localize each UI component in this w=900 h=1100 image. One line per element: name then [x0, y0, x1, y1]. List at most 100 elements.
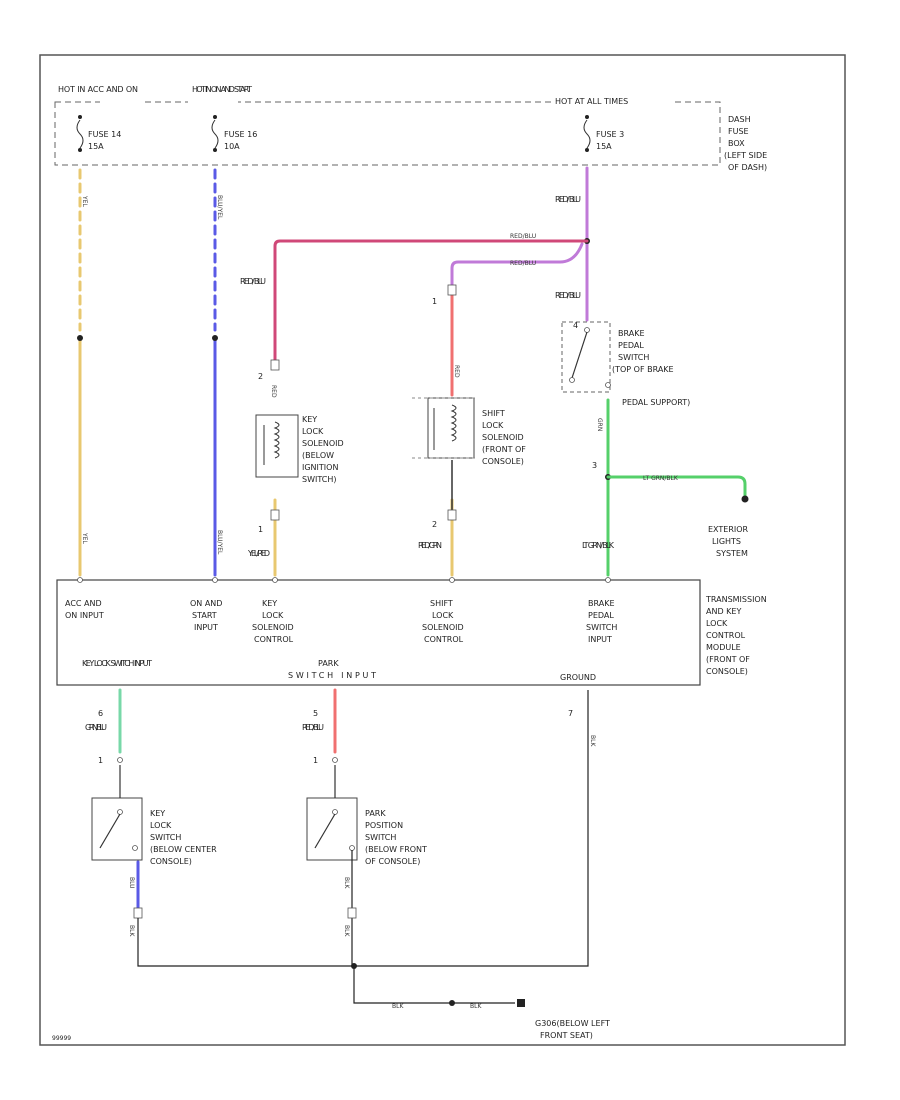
svg-text:KEY: KEY	[262, 599, 277, 608]
svg-text:PARK: PARK	[365, 809, 386, 818]
fuse-16-rating: 10A	[224, 142, 240, 151]
svg-text:BLK: BLK	[343, 877, 350, 889]
svg-text:BLK: BLK	[392, 1003, 404, 1010]
key-lock-switch: KEY LOCK SWITCH (BELOW CENTER CONSOLE)	[91, 765, 217, 866]
svg-text:IGNITION: IGNITION	[302, 463, 338, 472]
svg-text:BLK: BLK	[343, 925, 350, 937]
svg-text:G306(BELOW LEFT: G306(BELOW LEFT	[535, 1019, 610, 1028]
svg-text:BLK: BLK	[470, 1003, 482, 1010]
svg-text:EXTERIOR: EXTERIOR	[708, 525, 749, 534]
wire-label-lt-grn-blk: LT GRN/BLK	[643, 475, 679, 482]
svg-text:3: 3	[592, 461, 597, 470]
svg-text:BLU: BLU	[128, 877, 135, 889]
wire-label-red-blu-fuse3: RED/ BLU	[555, 195, 581, 204]
svg-text:OF DASH): OF DASH)	[728, 163, 767, 172]
svg-text:BRAKE: BRAKE	[618, 329, 645, 338]
wire-label-grn-blu: GRN/ BLU	[85, 723, 107, 732]
wire-label-red-blu-top: RED/BLU	[510, 233, 536, 240]
svg-text:ACC AND: ACC AND	[65, 599, 102, 608]
svg-text:MODULE: MODULE	[706, 643, 741, 652]
svg-text:BRAKE: BRAKE	[588, 599, 615, 608]
svg-text:SOLENOID: SOLENOID	[252, 623, 294, 632]
shift-lock-solenoid: 1 2 SHIFT LOCK SOLENOID (FRONT OF CONSOL…	[412, 284, 526, 550]
svg-text:6: 6	[98, 709, 103, 718]
brake-pedal-switch: 4 3 BRAKE PEDAL SWITCH (TOP OF BRAKE PED…	[561, 321, 690, 470]
svg-text:1: 1	[98, 756, 103, 765]
svg-text:GROUND: GROUND	[560, 673, 596, 682]
svg-text:POSITION: POSITION	[365, 821, 403, 830]
svg-text:FRONT SEAT): FRONT SEAT)	[540, 1031, 593, 1040]
svg-text:KEY: KEY	[150, 809, 165, 818]
key-lock-solenoid: 2 RED 1 KEY LOCK SOLENOID (BELOW IGNITIO…	[247, 359, 344, 558]
exterior-lights-system: EXTERIOR LIGHTS SYSTEM	[708, 525, 749, 558]
wire-label-lt-grn-blk-stack: LT GRN/ BLK	[582, 541, 615, 550]
svg-text:SHIFT: SHIFT	[430, 599, 453, 608]
svg-text:OF CONSOLE): OF CONSOLE)	[365, 857, 420, 866]
fuse-3: FUSE 3 15A	[583, 115, 624, 152]
svg-text:(BELOW FRONT: (BELOW FRONT	[365, 845, 427, 854]
figure-id: 99999	[52, 1035, 71, 1042]
svg-text:2: 2	[432, 520, 437, 529]
svg-text:PEDAL SUPPORT): PEDAL SUPPORT)	[622, 398, 690, 407]
svg-text:PEDAL: PEDAL	[588, 611, 614, 620]
feed-hot-acc-on: HOT IN ACC AND ON	[58, 85, 138, 94]
svg-text:7: 7	[568, 709, 573, 718]
svg-text:BOX: BOX	[728, 139, 745, 148]
fuse-14-label: FUSE 14	[88, 130, 121, 139]
svg-text:SWITCH: SWITCH	[365, 833, 396, 842]
svg-text:CONTROL: CONTROL	[254, 635, 294, 644]
fuse-16-label: FUSE 16	[224, 130, 257, 139]
wire-label-red-blu-left: RED/ BLU	[240, 277, 266, 286]
svg-text:LIGHTS: LIGHTS	[712, 537, 741, 546]
svg-text:1: 1	[258, 525, 263, 534]
svg-text:ON INPUT: ON INPUT	[65, 611, 104, 620]
transmission-key-lock-module: ACC AND ON INPUT ON AND START INPUT KEY …	[56, 577, 767, 686]
wire-label-red-blu-brake: RED/ BLU	[555, 291, 581, 300]
svg-text:ON AND: ON AND	[190, 599, 222, 608]
svg-text:LOCK: LOCK	[150, 821, 172, 830]
wire-red-blu-shift-solenoid	[450, 242, 584, 287]
svg-text:DASH: DASH	[728, 115, 751, 124]
svg-text:LOCK: LOCK	[262, 611, 284, 620]
svg-text:AND KEY: AND KEY	[706, 607, 741, 616]
wire-label-yel-lower: YEL	[81, 532, 88, 544]
svg-text:SYSTEM: SYSTEM	[716, 549, 748, 558]
svg-text:SWITCH): SWITCH)	[302, 475, 337, 484]
svg-text:RED: RED	[270, 385, 277, 398]
wire-label-grn: GRN	[596, 418, 603, 431]
wire-red-blu-key-solenoid	[273, 239, 589, 362]
svg-text:1: 1	[432, 297, 437, 306]
svg-text:SWITCH: SWITCH	[150, 833, 181, 842]
wire-label-red: RED	[453, 365, 460, 378]
svg-text:(LEFT SIDE: (LEFT SIDE	[724, 151, 767, 160]
svg-text:(FRONT OF: (FRONT OF	[706, 655, 750, 664]
svg-text:2: 2	[258, 372, 263, 381]
wire-label-blu-yel-lower: BLU/YEL	[216, 530, 223, 555]
svg-text:INPUT: INPUT	[194, 623, 218, 632]
fuse-16: FUSE 16 10A	[211, 115, 257, 152]
svg-text:START: START	[192, 611, 217, 620]
svg-text:CONSOLE): CONSOLE)	[150, 857, 192, 866]
svg-text:CONTROL: CONTROL	[424, 635, 464, 644]
module-key-lock-switch-input: KEY LOCK SWITCH INPUT	[82, 659, 152, 668]
svg-text:FUSE: FUSE	[728, 127, 749, 136]
svg-text:SWITCH: SWITCH	[618, 353, 649, 362]
svg-text:CONSOLE): CONSOLE)	[482, 457, 524, 466]
svg-text:(TOP OF BRAKE: (TOP OF BRAKE	[612, 365, 674, 374]
svg-text:TRANSMISSION: TRANSMISSION	[705, 595, 767, 604]
svg-text:(BELOW: (BELOW	[302, 451, 334, 460]
svg-text:(BELOW CENTER: (BELOW CENTER	[150, 845, 217, 854]
wire-label-red-grn: RED/ GRN	[418, 541, 442, 550]
svg-text:LOCK: LOCK	[482, 421, 504, 430]
svg-text:SWITCH INPUT: SWITCH INPUT	[288, 671, 376, 680]
svg-text:CONSOLE): CONSOLE)	[706, 667, 748, 676]
wire-label-yel-red: YEL/ RED	[247, 549, 270, 558]
diagram-border	[39, 54, 846, 1046]
wire-blk-ground	[355, 690, 589, 967]
svg-text:PARK: PARK	[318, 659, 339, 668]
svg-text:SHIFT: SHIFT	[482, 409, 505, 418]
svg-text:PEDAL: PEDAL	[618, 341, 644, 350]
wire-label-red-blu-park: RED/ BLU	[302, 723, 324, 732]
feed-hot-on-start: HOT IN ON AND START	[192, 85, 252, 94]
